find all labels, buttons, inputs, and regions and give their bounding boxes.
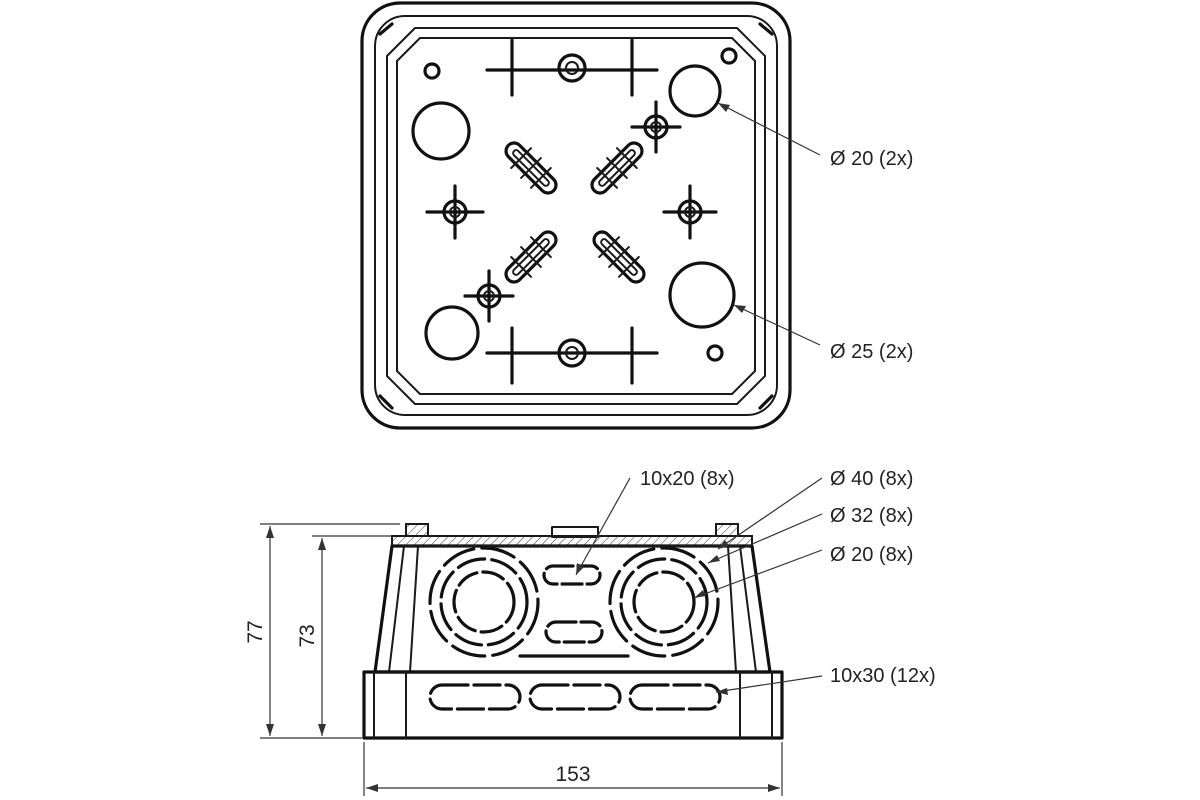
- callout-knockout-20: Ø 20 (8x): [830, 544, 913, 566]
- leader-knockout-20: [693, 549, 823, 599]
- dimension-77: [260, 523, 400, 739]
- top-view-rim-inner-edge: [374, 15, 778, 416]
- screw-boss-left: [425, 184, 485, 240]
- top-view-inner-wall-edge: [396, 37, 756, 395]
- top-view-outer-rim: [360, 1, 792, 430]
- callout-slot-10x30: 10x30 (12x): [830, 665, 936, 687]
- hole-left-upper: [411, 101, 471, 161]
- small-hole-top-left: [423, 62, 441, 80]
- lid-post-left: [405, 523, 429, 537]
- corner-tabs: [378, 22, 774, 410]
- slot-10x20-upper: [542, 564, 602, 586]
- side-body-lower: [362, 670, 784, 740]
- dimension-73-label: 73: [296, 624, 319, 647]
- knockout-right: [608, 546, 720, 658]
- leader-knockout-32: [707, 513, 823, 564]
- clamp-upper-right: [590, 141, 644, 195]
- callout-hole-25-top: Ø 25 (2x): [830, 341, 913, 363]
- callout-knockout-32: Ø 32 (8x): [830, 505, 913, 527]
- slot-10x30-center: [528, 683, 622, 711]
- clamp-lower-left: [504, 230, 558, 284]
- slot-10x30-left: [428, 683, 522, 711]
- knockout-left: [428, 546, 540, 658]
- side-view: 10x20 (8x) Ø 40 (8x) Ø 32 (8x) Ø 20 (8x)…: [244, 468, 936, 796]
- leader-slot-10x20: [575, 477, 631, 576]
- top-view: Ø 20 (2x) Ø 25 (2x): [360, 1, 913, 430]
- dimension-77-label: 77: [244, 620, 267, 643]
- clamp-lower-right: [592, 230, 646, 284]
- screw-boss-right: [662, 184, 718, 240]
- leader-slot-10x30: [715, 675, 823, 695]
- slot-10x30-right: [628, 683, 722, 711]
- rib-cross-bottom: [485, 326, 659, 385]
- dimension-153-label: 153: [555, 763, 590, 786]
- callout-hole-20-top: Ø 20 (2x): [830, 148, 913, 170]
- dimension-73: [312, 535, 392, 736]
- small-hole-top-right: [720, 47, 738, 65]
- callout-slot-10x20: 10x20 (8x): [640, 468, 735, 490]
- leader-hole-20-top: [717, 102, 821, 156]
- hole-25-right: [668, 261, 736, 329]
- screw-boss-upper-right: [630, 100, 682, 154]
- hole-20-top-right: [668, 64, 722, 118]
- dimension-153: [363, 742, 783, 796]
- hole-left-lower: [424, 305, 480, 361]
- lid-post-right: [715, 523, 739, 537]
- top-view-inner-wall: [386, 27, 766, 405]
- clamp-upper-left: [504, 141, 558, 195]
- small-hole-bottom-right: [706, 344, 724, 362]
- leader-knockout-40: [717, 477, 823, 550]
- leader-hole-25-top: [733, 304, 821, 346]
- slot-10x20-lower: [544, 620, 604, 644]
- rib-cross-top: [485, 38, 659, 97]
- screw-boss-lower-left: [463, 269, 515, 323]
- callout-knockout-40: Ø 40 (8x): [830, 468, 913, 490]
